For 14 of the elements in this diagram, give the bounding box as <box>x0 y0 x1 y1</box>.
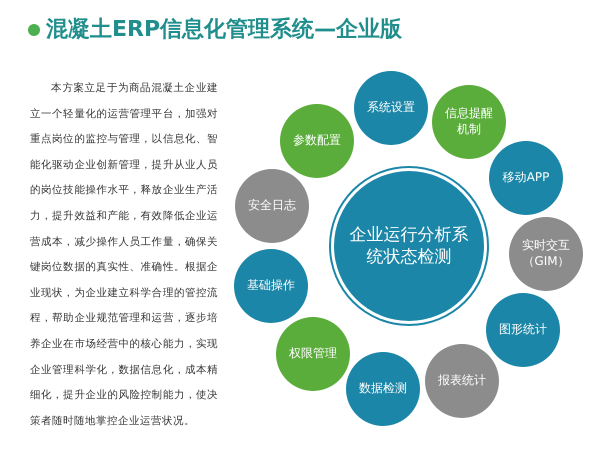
feature-circle: 报表统计 <box>425 344 499 418</box>
feature-circle: 基础操作 <box>234 249 308 323</box>
feature-circle: 移动APP <box>489 141 563 215</box>
feature-circle: 实时交互（GIM） <box>509 217 583 291</box>
feature-circle: 权限管理 <box>276 317 350 391</box>
feature-circle: 数据检测 <box>346 352 420 426</box>
feature-circle: 参数配置 <box>280 104 354 178</box>
center-circle: 企业运行分析系统状态检测 <box>334 171 484 321</box>
feature-circle: 系统设置 <box>354 71 428 145</box>
title: 混凝土ERP信息化管理系统—企业版 <box>46 16 402 44</box>
description-paragraph: 本方案立足于为商品混凝土企业建立一个轻量化的运营管理平台，加强对重点岗位的监控与管理，以信息化、智能化驱动企业创新管理，提升从业人员的岗位技能操作水平，释放企业生产活力，提升效益和产能，有效降低企业运营成本，减少操作人员工作量，确保关键岗位数据的真实性、准确性。根据企业现状，为企业建立科学合理的管控流程，帮助企业规范管理和运营，逐步培养企业在市场经营中的核心能力，实现企业管理科学化，数据信息化，成本精细化，提升企业的风险控制能力，使决策者随时随地掌控企业运营状况。 <box>30 81 218 429</box>
feature-circle: 图形统计 <box>486 293 560 367</box>
feature-circle: 信息提醒机制 <box>432 85 506 159</box>
feature-circle: 安全日志 <box>235 169 309 243</box>
